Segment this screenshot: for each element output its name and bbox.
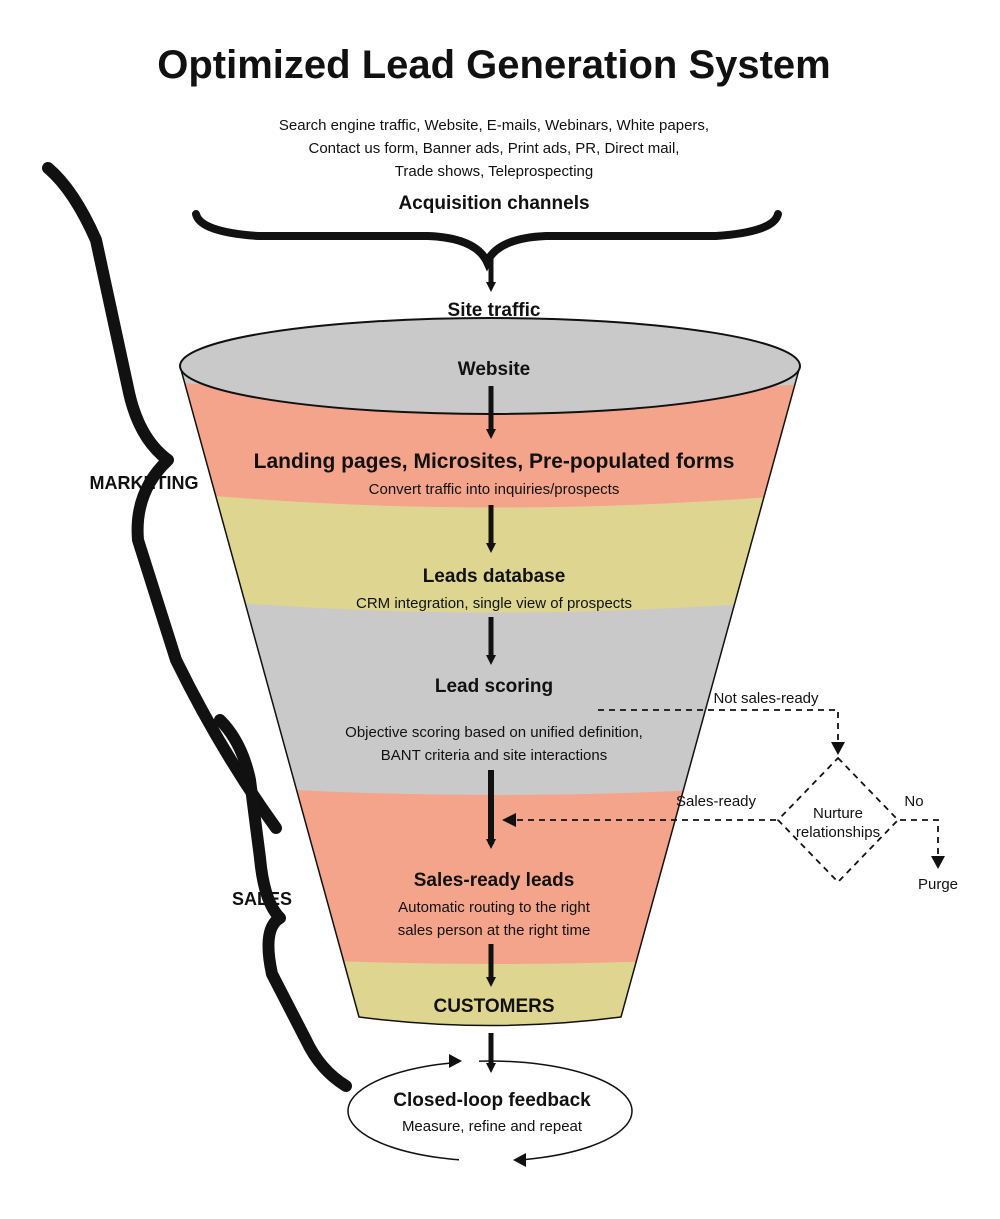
nurture-line: relationships [796,824,880,841]
sales-ready-sub-line: Automatic routing to the right [398,899,591,916]
nurture-line: Nurture [813,805,863,822]
feedback-loop-gap-top [459,1056,479,1066]
not-sales-ready-label: Not sales-ready [713,690,819,707]
marketing-label: MARKETING [90,473,199,493]
sales-ready-arrowhead [502,813,516,827]
site-traffic-label: Site traffic [448,300,541,321]
feedback-arrowhead-bottom [513,1153,526,1167]
not-sales-ready-arrowhead [831,742,845,755]
feedback-loop-gap-bottom [459,1154,523,1166]
sales-ready-title: Sales-ready leads [414,870,575,891]
scoring-sub-line: Objective scoring based on unified defin… [345,724,643,741]
database-sub: CRM integration, single view of prospect… [356,595,632,612]
band-landing [180,380,800,510]
not-sales-ready-line [598,709,839,744]
channels-line: Contact us form, Banner ads, Print ads, … [309,140,680,157]
no-label: No [904,793,923,810]
nurture-diamond [776,756,900,884]
band-database [180,490,800,615]
landing-title: Landing pages, Microsites, Pre-populated… [254,450,735,473]
landing-sub: Convert traffic into inquiries/prospects [369,481,620,498]
scoring-title: Lead scoring [435,676,553,697]
sales-label: SALES [232,889,292,909]
channels-line: Search engine traffic, Website, E-mails,… [279,117,709,134]
database-title: Leads database [423,566,566,587]
sales-ready-label: Sales-ready [676,793,757,810]
purge-arrowhead [931,856,945,869]
band-scoring [180,595,800,799]
feedback-arrowhead-top [449,1054,462,1068]
feedback-sub: Measure, refine and repeat [402,1118,583,1135]
diagram-title: Optimized Lead Generation System [157,43,831,87]
no-line [900,819,939,856]
channels-line: Trade shows, Teleprospecting [395,163,593,180]
sales-ready-sub-line: sales person at the right time [398,922,591,939]
sales-brace [214,714,352,1092]
funnel-outline [179,365,801,1027]
acquisition-brace [192,210,782,272]
customers-label: CUSTOMERS [433,996,554,1017]
scoring-sub-line: BANT criteria and site interactions [381,747,608,764]
acquisition-channels-list: Search engine traffic, Website, E-mails,… [279,117,709,180]
marketing-brace [42,162,282,834]
acquisition-heading: Acquisition channels [398,193,589,214]
feedback-loop [347,1060,633,1162]
purge-label: Purge [918,876,958,893]
website-label: Website [458,359,531,380]
feedback-title: Closed-loop feedback [393,1090,591,1111]
